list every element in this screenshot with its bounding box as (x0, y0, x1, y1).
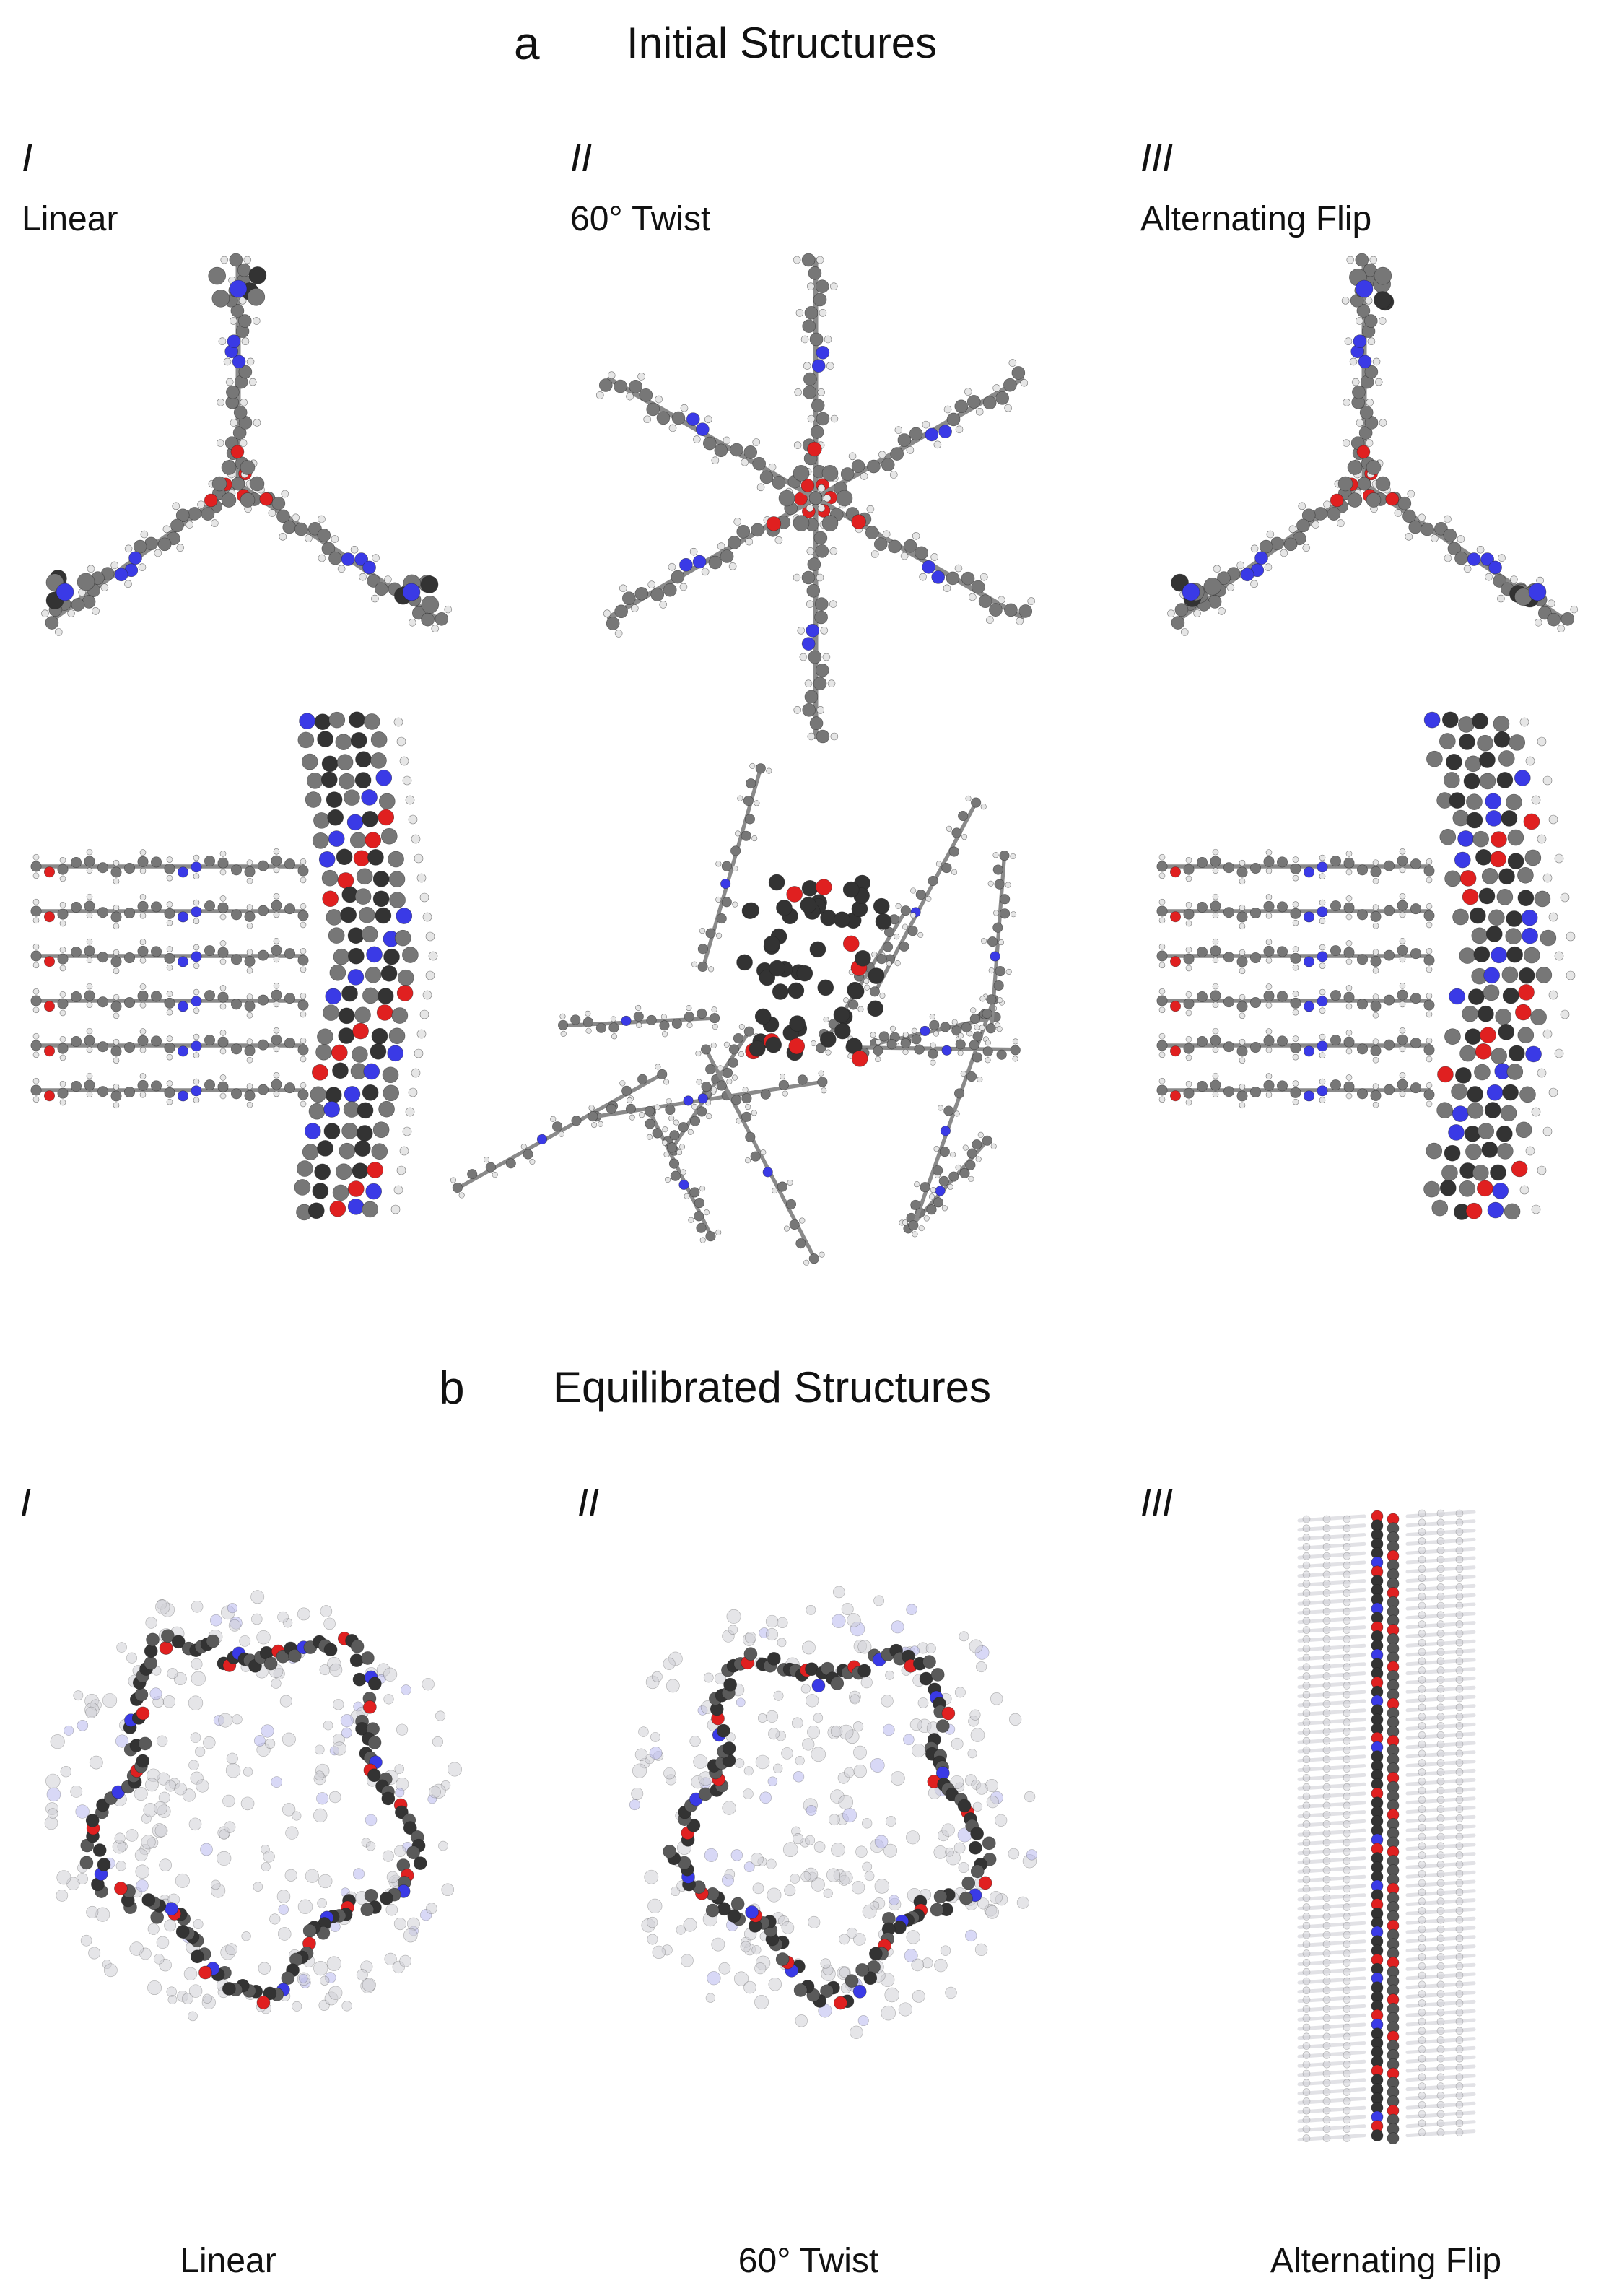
panel-a-letter: a (514, 17, 540, 69)
b1-label: Linear (180, 2242, 276, 2280)
col-b2-roman: II (577, 1481, 600, 1524)
twist-initial-side-view (450, 762, 1021, 1266)
flip-initial-top-view (1167, 253, 1579, 636)
linear-initial-side-view (30, 711, 438, 1221)
panel-b-title: Equilibrated Structures (553, 1363, 991, 1412)
b3-label: Alternating Flip (1270, 2242, 1502, 2280)
twist-initial-top-view (595, 253, 1036, 744)
twist-equilibrated-structure (629, 1586, 1038, 2039)
col-a2-label: 60° Twist (570, 200, 711, 238)
panel-b-letter: b (439, 1362, 465, 1414)
linear-equilibrated-structure (44, 1590, 462, 2022)
col-a1-label: Linear (22, 200, 118, 238)
col-a1-roman: I (22, 136, 33, 180)
flip-equilibrated-structure (1297, 1509, 1476, 2144)
col-b1-roman: I (20, 1481, 32, 1524)
linear-initial-top-view (41, 253, 453, 636)
col-b3-roman: III (1140, 1481, 1174, 1524)
b2-label: 60° Twist (738, 2242, 879, 2280)
flip-initial-side-view (1156, 711, 1576, 1220)
col-a3-roman: III (1140, 136, 1174, 180)
col-a2-roman: II (570, 136, 593, 180)
panel-a-title: Initial Structures (627, 19, 938, 67)
col-a3-label: Alternating Flip (1140, 200, 1372, 238)
